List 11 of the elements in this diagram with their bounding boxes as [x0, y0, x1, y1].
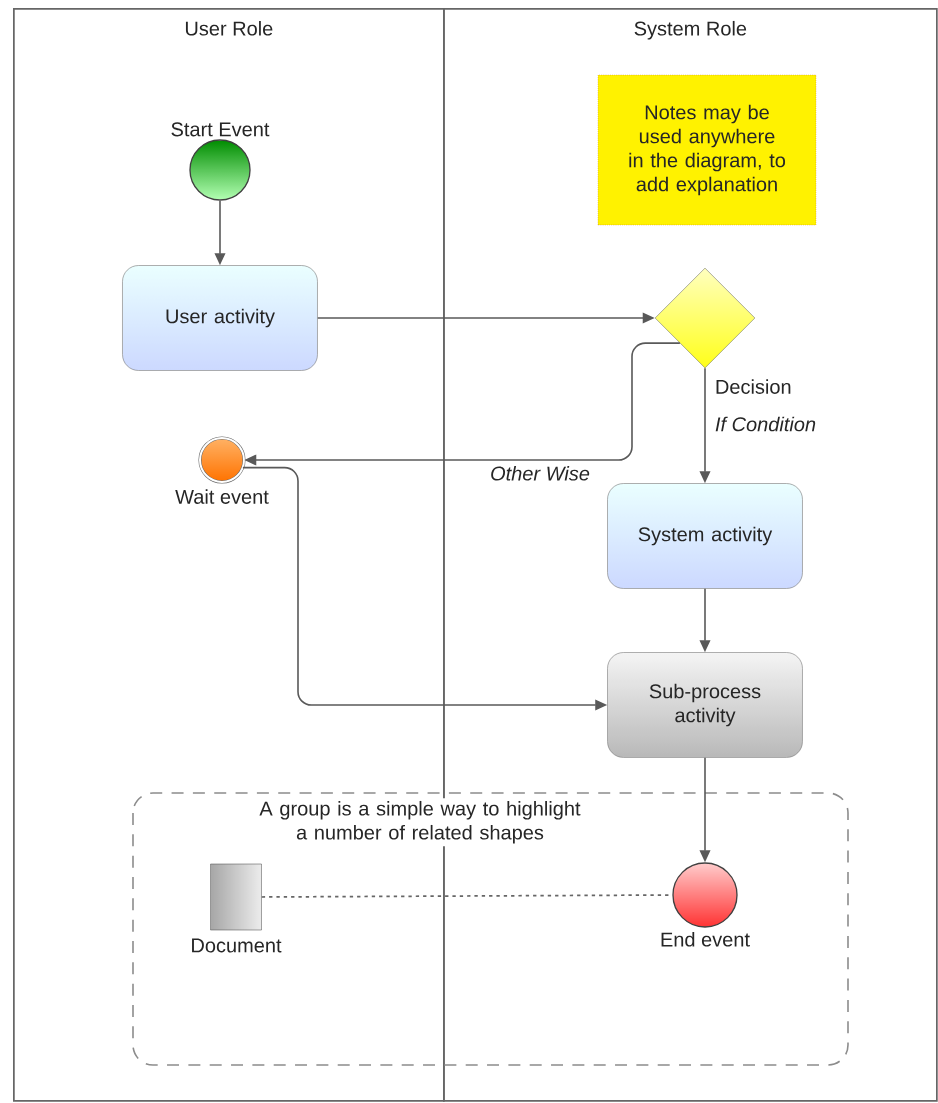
- activity-box: Sub-process activity: [607, 652, 803, 758]
- edge-label: If Condition: [712, 414, 819, 434]
- node-label: Start Event: [171, 122, 270, 137]
- node-label: Document: [192, 938, 282, 953]
- node-label: Wait event: [175, 489, 269, 504]
- node-label: Decision: [716, 379, 791, 394]
- note-box: Notes may be used anywhere in the diagram, to add explanation: [597, 74, 817, 226]
- edge-label: Other Wise: [487, 463, 593, 484]
- node-label: End event: [661, 931, 750, 947]
- activity-box: User activity: [122, 265, 318, 371]
- activity-box: System activity: [607, 483, 803, 589]
